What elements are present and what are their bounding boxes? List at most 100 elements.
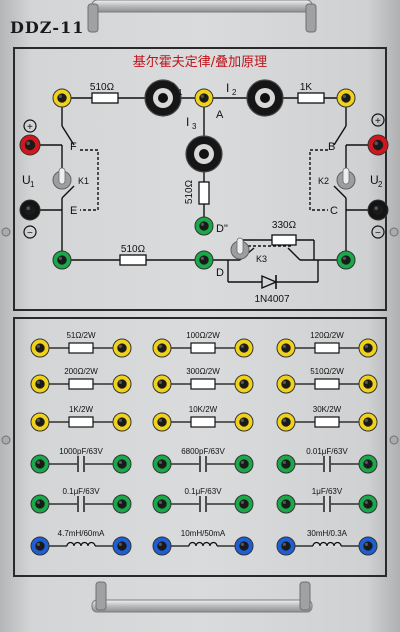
minus-sign-left: − bbox=[27, 228, 33, 239]
terminal-left[interactable] bbox=[152, 536, 172, 556]
inductor-icon bbox=[66, 541, 96, 547]
terminal-u2-negative[interactable] bbox=[367, 199, 389, 221]
terminal-left[interactable] bbox=[152, 374, 172, 394]
current-socket-i2[interactable] bbox=[246, 79, 284, 117]
terminal-node-d[interactable] bbox=[194, 250, 214, 270]
inductor-icon bbox=[188, 541, 218, 547]
label-k1: K1 bbox=[78, 176, 89, 186]
resistor-icon bbox=[119, 254, 147, 266]
node-c: C bbox=[330, 205, 338, 217]
terminal-right[interactable] bbox=[234, 536, 254, 556]
label-r-top-left: 510Ω bbox=[90, 82, 115, 93]
terminal-left[interactable] bbox=[276, 454, 296, 474]
component-label: 0.01μF/63V bbox=[306, 447, 348, 456]
label-diode: 1N4007 bbox=[254, 294, 289, 305]
component-label: 51Ω/2W bbox=[66, 331, 96, 340]
model-number: DDZ-11 bbox=[10, 18, 85, 37]
label-k2: K2 bbox=[318, 176, 329, 186]
terminal-left[interactable] bbox=[276, 536, 296, 556]
switch-k2 bbox=[309, 125, 347, 211]
terminal-left[interactable] bbox=[152, 338, 172, 358]
terminal-bottom-right[interactable] bbox=[336, 250, 356, 270]
terminal-right[interactable] bbox=[358, 494, 378, 514]
component-capacitor: 1000pF/63V bbox=[40, 447, 122, 472]
circuit-resistors bbox=[91, 92, 325, 266]
terminal-right[interactable] bbox=[112, 338, 132, 358]
terminal-left[interactable] bbox=[152, 494, 172, 514]
component-resistor: 200Ω/2W bbox=[40, 367, 122, 390]
terminal-u1-negative[interactable] bbox=[19, 199, 41, 221]
component-label: 10mH/50mA bbox=[181, 529, 226, 538]
switch-k1 bbox=[61, 125, 99, 211]
component-capacitor: 0.1μF/63V bbox=[162, 487, 244, 512]
resistor-icon bbox=[190, 378, 216, 390]
terminal-right[interactable] bbox=[358, 374, 378, 394]
terminal-left[interactable] bbox=[30, 374, 50, 394]
terminal-top-left[interactable] bbox=[52, 88, 72, 108]
terminal-right[interactable] bbox=[234, 374, 254, 394]
terminal-right[interactable] bbox=[112, 412, 132, 432]
terminal-left[interactable] bbox=[276, 494, 296, 514]
label-r-middle: 510Ω bbox=[184, 179, 195, 204]
terminal-u2-positive[interactable] bbox=[367, 134, 389, 156]
label-i2: I bbox=[226, 81, 229, 95]
component-label: 1μF/63V bbox=[312, 487, 343, 496]
terminal-right[interactable] bbox=[358, 412, 378, 432]
label-i3: I bbox=[186, 115, 189, 129]
toggle-switch-k2[interactable] bbox=[336, 167, 356, 190]
terminal-right[interactable] bbox=[358, 536, 378, 556]
label-k3: K3 bbox=[256, 254, 267, 264]
terminal-node-a[interactable] bbox=[194, 88, 214, 108]
current-socket-i3[interactable] bbox=[185, 135, 223, 173]
component-capacitor: 1μF/63V bbox=[286, 487, 368, 512]
resistor-icon bbox=[198, 181, 210, 205]
terminal-top-right[interactable] bbox=[336, 88, 356, 108]
label-u2-sub: 2 bbox=[378, 180, 383, 189]
terminal-left[interactable] bbox=[152, 412, 172, 432]
terminal-left[interactable] bbox=[30, 536, 50, 556]
resistor-icon bbox=[91, 92, 119, 104]
component-label: 300Ω/2W bbox=[186, 367, 220, 376]
resistor-icon bbox=[271, 234, 297, 246]
terminal-left[interactable] bbox=[276, 412, 296, 432]
terminal-left[interactable] bbox=[30, 454, 50, 474]
label-i3-sub: 3 bbox=[192, 122, 197, 131]
component-inductor: 10mH/50mA bbox=[162, 529, 244, 547]
terminal-right[interactable] bbox=[234, 454, 254, 474]
terminal-right[interactable] bbox=[112, 454, 132, 474]
terminal-right[interactable] bbox=[358, 338, 378, 358]
plus-sign-right: + bbox=[375, 116, 381, 127]
component-label: 1K/2W bbox=[69, 405, 93, 414]
terminal-u1-positive[interactable] bbox=[19, 134, 41, 156]
terminal-right[interactable] bbox=[358, 454, 378, 474]
circuit-frame bbox=[13, 47, 387, 311]
terminal-left[interactable] bbox=[276, 374, 296, 394]
toggle-switch-k3[interactable] bbox=[230, 237, 250, 260]
terminal-right[interactable] bbox=[112, 374, 132, 394]
terminal-left[interactable] bbox=[276, 338, 296, 358]
resistor-icon bbox=[314, 416, 340, 428]
resistor-icon bbox=[190, 342, 216, 354]
terminal-right[interactable] bbox=[112, 536, 132, 556]
component-label: 200Ω/2W bbox=[64, 367, 98, 376]
minus-sign-right: − bbox=[375, 228, 381, 239]
terminal-left[interactable] bbox=[30, 338, 50, 358]
current-socket-i1[interactable] bbox=[144, 79, 182, 117]
terminal-bottom-left[interactable] bbox=[52, 250, 72, 270]
component-resistor: 120Ω/2W bbox=[286, 331, 368, 354]
terminal-left[interactable] bbox=[30, 494, 50, 514]
top-handle bbox=[87, 0, 317, 33]
component-label: 0.1μF/63V bbox=[184, 487, 222, 496]
resistor-icon bbox=[68, 416, 94, 428]
terminal-right[interactable] bbox=[234, 412, 254, 432]
terminal-right[interactable] bbox=[112, 494, 132, 514]
toggle-switch-k1[interactable] bbox=[52, 167, 72, 190]
resistor-icon bbox=[68, 342, 94, 354]
terminal-left[interactable] bbox=[30, 412, 50, 432]
terminal-left[interactable] bbox=[152, 454, 172, 474]
terminal-right[interactable] bbox=[234, 338, 254, 358]
terminal-node-d2[interactable] bbox=[194, 216, 214, 236]
terminal-right[interactable] bbox=[234, 494, 254, 514]
resistor-icon bbox=[297, 92, 325, 104]
